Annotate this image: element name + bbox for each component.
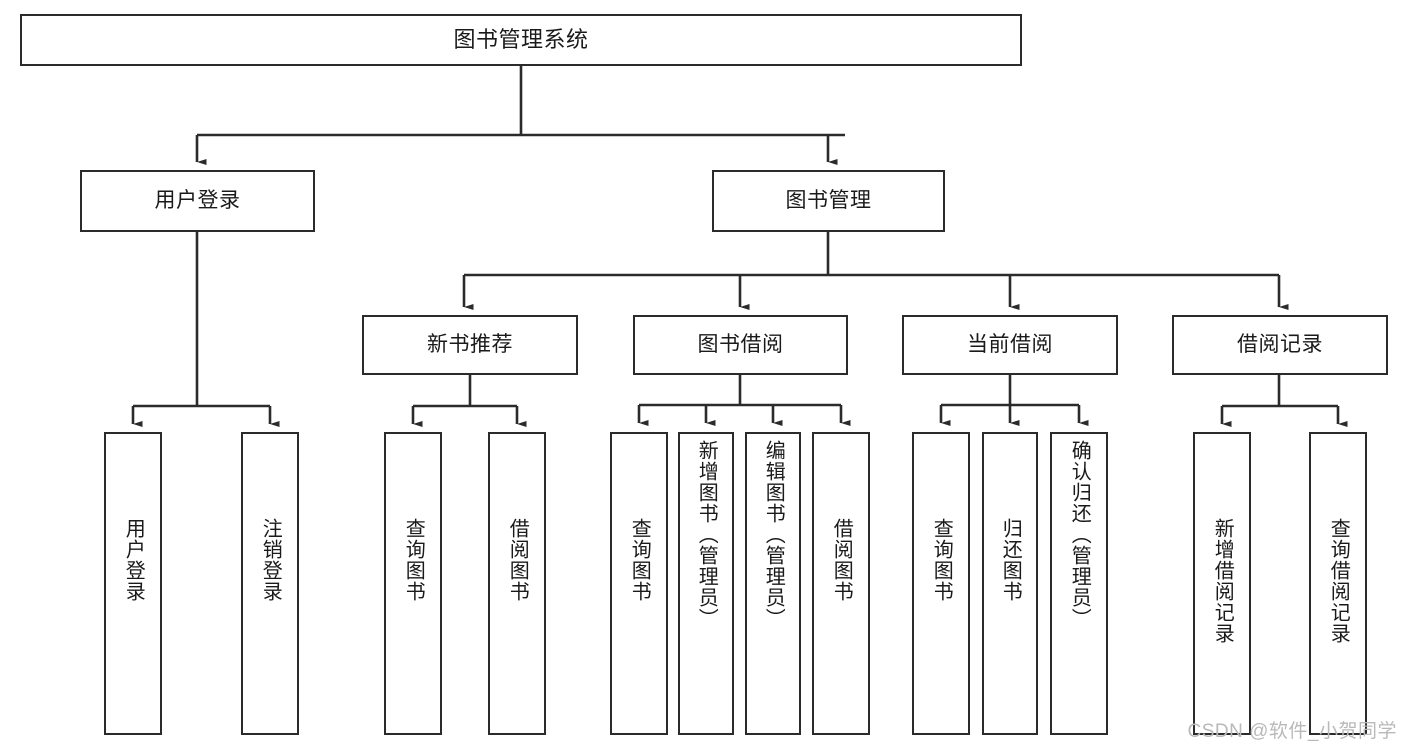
leaf-label: 查询借阅记录 xyxy=(1327,518,1350,644)
leaf-book-borrow-edit-book-admin[interactable]: 编辑图书（管理员） xyxy=(745,432,801,735)
node-book-management[interactable]: 图书管理 xyxy=(712,170,945,232)
node-label: 图书管理 xyxy=(785,189,872,213)
leaf-label: 查询图书 xyxy=(402,518,425,602)
leaf-book-borrow-borrow-book[interactable]: 借阅图书 xyxy=(812,432,870,735)
node-label: 借阅记录 xyxy=(1237,333,1323,357)
node-root-book-management-system[interactable]: 图书管理系统 xyxy=(20,14,1022,66)
node-label: 新书推荐 xyxy=(427,333,513,357)
leaf-label: 用户登录 xyxy=(122,518,145,602)
node-label: 图书管理系统 xyxy=(453,26,589,52)
leaf-label: 新增借阅记录 xyxy=(1211,518,1234,644)
leaf-label: 借阅图书 xyxy=(506,518,529,602)
leaf-new-book-borrow-book[interactable]: 借阅图书 xyxy=(488,432,546,735)
leaf-label: 新增图书（管理员） xyxy=(695,440,718,629)
leaf-book-borrow-query-book[interactable]: 查询图书 xyxy=(610,432,668,735)
node-label: 用户登录 xyxy=(154,189,241,213)
node-user-login[interactable]: 用户登录 xyxy=(80,170,315,232)
leaf-current-borrow-return-book[interactable]: 归还图书 xyxy=(982,432,1038,735)
leaf-user-login-logout[interactable]: 注销登录 xyxy=(241,432,299,735)
leaf-label: 归还图书 xyxy=(999,518,1022,602)
csdn-watermark: CSDN @软件_小贺同学 xyxy=(1187,721,1397,742)
node-current-borrow[interactable]: 当前借阅 xyxy=(902,315,1118,375)
node-book-borrow[interactable]: 图书借阅 xyxy=(633,315,848,375)
leaf-label: 确认归还（管理员） xyxy=(1068,440,1091,629)
node-label: 图书借阅 xyxy=(697,333,784,357)
node-label: 当前借阅 xyxy=(967,333,1053,357)
leaf-label: 查询图书 xyxy=(628,518,651,602)
node-new-book-recommend[interactable]: 新书推荐 xyxy=(362,315,578,375)
leaf-new-book-query-book[interactable]: 查询图书 xyxy=(384,432,442,735)
leaf-label: 编辑图书（管理员） xyxy=(762,440,785,629)
leaf-current-borrow-confirm-return-admin[interactable]: 确认归还（管理员） xyxy=(1050,432,1108,735)
leaf-book-borrow-add-book-admin[interactable]: 新增图书（管理员） xyxy=(678,432,734,735)
leaf-borrow-record-add-record[interactable]: 新增借阅记录 xyxy=(1193,432,1251,735)
leaf-label: 查询图书 xyxy=(930,518,953,602)
leaf-user-login-login[interactable]: 用户登录 xyxy=(104,432,162,735)
leaf-borrow-record-query-record[interactable]: 查询借阅记录 xyxy=(1309,432,1367,735)
leaf-current-borrow-query-book[interactable]: 查询图书 xyxy=(912,432,970,735)
leaf-label: 借阅图书 xyxy=(830,518,853,602)
node-borrow-record[interactable]: 借阅记录 xyxy=(1172,315,1388,375)
leaf-label: 注销登录 xyxy=(259,518,282,602)
